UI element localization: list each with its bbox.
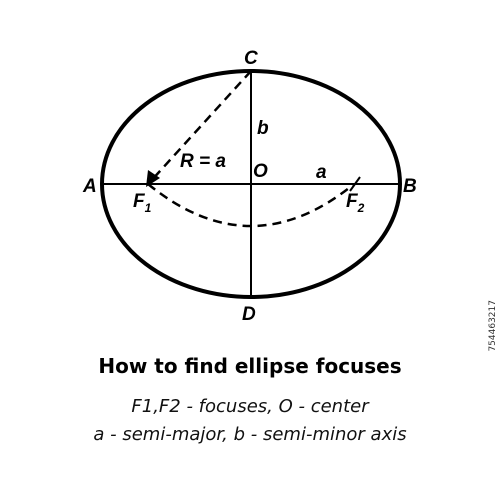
point-label-a: A [82,176,97,197]
caption-line: a - semi-major, b - semi-minor axis [93,424,407,445]
point-label-c: C [244,48,258,69]
point-label-b: B [403,176,417,197]
point-label-d: D [242,304,256,325]
radius-arrowhead [146,170,160,187]
point-label-o: O [253,161,268,182]
caption-line: F1,F2 - focuses, O - center [131,396,369,417]
segment-label-b: b [257,118,269,139]
radius-line [149,70,252,183]
diagram-title: How to find ellipse focuses [98,354,402,378]
segment-label-radius: R = a [180,151,226,172]
segment-label-a: a [316,162,327,183]
ellipse-diagram: C b R = a O a A B F1 F2 D [82,48,417,325]
focus-arc [147,183,355,228]
f2-tick-mark [349,176,361,192]
point-label-f2: F2 [346,191,365,215]
point-label-f1: F1 [133,191,152,215]
stock-id: 754463217 [488,300,498,352]
